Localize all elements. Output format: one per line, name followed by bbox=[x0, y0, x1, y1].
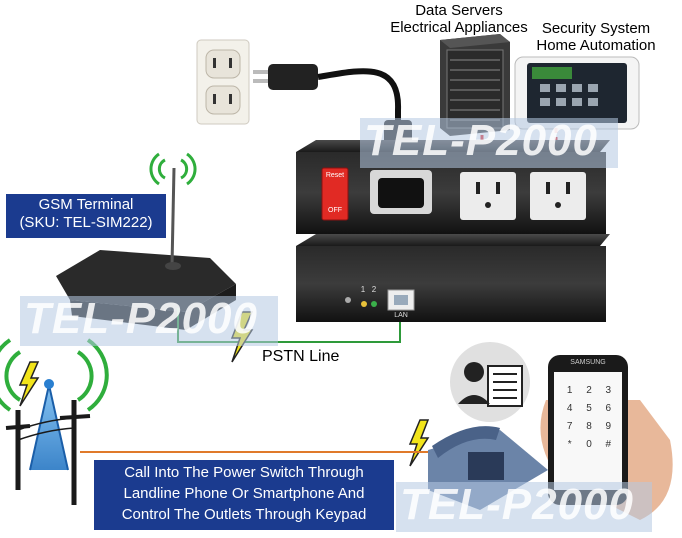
electrical-appliances-text: Electrical Appliances bbox=[390, 19, 528, 36]
phone-brand: SAMSUNG bbox=[570, 359, 606, 366]
home-automation-text: Home Automation bbox=[536, 37, 656, 54]
call-instructions-caption: Call Into The Power Switch Through Landl… bbox=[94, 460, 394, 530]
cell-tower bbox=[29, 379, 69, 471]
support-agent-icon bbox=[450, 342, 530, 422]
key-0: 0 bbox=[586, 439, 592, 450]
watermark-bg-top bbox=[360, 118, 618, 168]
wall-outlet bbox=[196, 39, 250, 125]
port-2-label: 2 bbox=[371, 285, 377, 294]
gsm-signal-icon bbox=[149, 152, 197, 186]
security-system-label: Security System Home Automation bbox=[530, 20, 662, 54]
controller-unit bbox=[296, 234, 610, 322]
caption-line-2: Landline Phone Or Smartphone And bbox=[123, 485, 365, 502]
key-7: 7 bbox=[566, 421, 573, 432]
key-2: 2 bbox=[586, 385, 592, 396]
tower-signal-icon bbox=[0, 338, 109, 412]
key-star: * bbox=[567, 439, 572, 450]
data-server bbox=[440, 34, 510, 136]
utility-poles bbox=[5, 400, 91, 505]
key-9: 9 bbox=[605, 421, 612, 432]
lan-label: LAN bbox=[394, 312, 408, 319]
key-6: 6 bbox=[605, 403, 612, 414]
off-label: OFF bbox=[328, 207, 342, 214]
pstn-line-label: PSTN Line bbox=[262, 348, 340, 365]
data-servers-label: Data Servers Electrical Appliances bbox=[386, 2, 532, 36]
watermark-left: TEL-P2000 bbox=[24, 294, 258, 343]
key-4: 4 bbox=[566, 403, 573, 414]
key-hash: # bbox=[605, 439, 612, 450]
caption-line-1: Call Into The Power Switch Through bbox=[124, 464, 364, 481]
caption-line-3: Control The Outlets Through Keypad bbox=[121, 506, 367, 523]
data-servers-text: Data Servers bbox=[415, 2, 503, 19]
security-system-text: Security System bbox=[541, 20, 651, 37]
watermark-bg-left bbox=[20, 296, 278, 346]
key-3: 3 bbox=[605, 385, 612, 396]
security-panel bbox=[514, 56, 640, 130]
gsm-sku-text: (SKU: TEL-SIM222) bbox=[19, 214, 153, 231]
watermark-bottom: TEL-P2000 bbox=[400, 480, 634, 529]
key-8: 8 bbox=[586, 421, 592, 432]
phone-keypad: 1 2 3 4 5 6 7 8 9 * 0 # bbox=[560, 384, 618, 452]
watermark-bg-bottom bbox=[396, 482, 652, 532]
smartphone bbox=[540, 355, 673, 520]
key-1: 1 bbox=[566, 385, 573, 396]
reset-label: Reset bbox=[325, 172, 345, 179]
port-1-label: 1 bbox=[360, 285, 366, 294]
gsm-terminal-text: GSM Terminal bbox=[38, 196, 134, 213]
key-5: 5 bbox=[586, 403, 592, 414]
gsm-terminal-label: GSM Terminal (SKU: TEL-SIM222) bbox=[6, 194, 166, 238]
watermark-top: TEL-P2000 bbox=[364, 116, 598, 165]
